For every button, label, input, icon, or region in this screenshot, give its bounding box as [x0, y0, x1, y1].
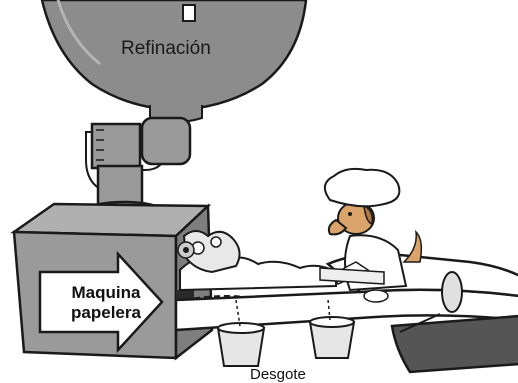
drainage-bucket-left: [216, 299, 266, 367]
gear-icon: [177, 241, 195, 259]
paper-machine-label-line2: papelera: [71, 303, 141, 322]
pipe: [85, 116, 192, 220]
refining-tank: [40, 0, 308, 123]
pulp-flow: [179, 230, 337, 303]
dog-chef-illustration: [319, 167, 423, 303]
drainage-label: Desgote: [250, 366, 306, 383]
machine-arrow: [38, 250, 164, 354]
paper-machine-label: Maquina papelera: [58, 283, 154, 323]
paper-machine-label-line1: Maquina: [71, 283, 141, 302]
drainage-bucket-right: [308, 299, 356, 359]
refining-label: Refinación: [121, 38, 211, 59]
